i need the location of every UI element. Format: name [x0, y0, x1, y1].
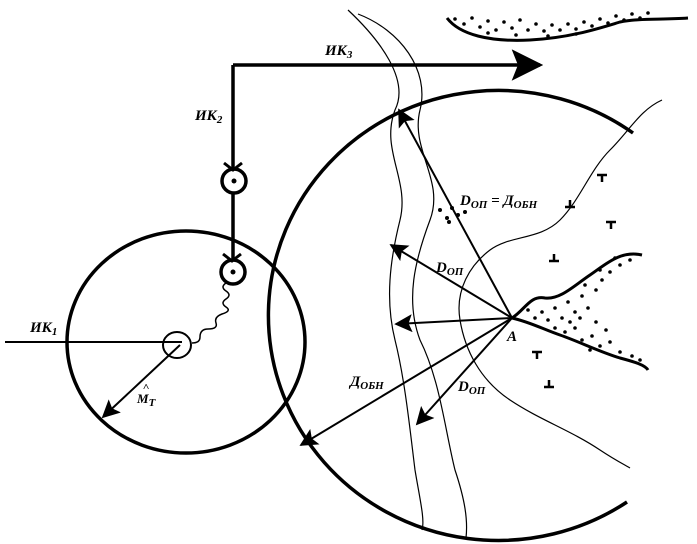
t-marker-icon [532, 173, 616, 389]
mt-arrow [101, 344, 181, 419]
terrain-line-1 [347, 9, 424, 531]
ray-d-obn [299, 317, 513, 446]
forest-dots-wedge [526, 256, 642, 362]
forest-dots-top [453, 11, 650, 38]
label-mt: MТ [136, 391, 157, 409]
ray-middle [394, 314, 513, 333]
label-point-a: A [506, 329, 517, 345]
ray-d-op-lower [415, 317, 513, 426]
forest-wedge-lower [511, 316, 650, 371]
sensor-upper-icon [220, 161, 248, 195]
label-ik2: ИК2 [194, 108, 223, 126]
label-d-op-lower: DОП [457, 379, 486, 397]
terrain-line-3 [458, 99, 663, 469]
terrain-line-2 [357, 13, 468, 539]
forest-wedge-upper [511, 252, 643, 320]
label-ik1: ИК1 [29, 320, 57, 338]
ray-d-op-upper [389, 244, 513, 319]
wavy-connector [191, 282, 230, 344]
label-d-op-eq-d-obn: DОП = ДОБН [459, 193, 538, 211]
forest-edge-top [445, 16, 689, 42]
label-d-obn: ДОБН [348, 374, 384, 392]
ray-d-op-eq-d-obn [398, 108, 513, 319]
sensor-lower-icon [219, 252, 247, 286]
large-coverage-arc [266, 88, 635, 543]
label-d-op-upper: DОП [435, 260, 464, 278]
label-mt-accent: ˄ [143, 381, 149, 393]
label-ik3: ИК3 [324, 43, 353, 61]
center-marker [162, 331, 192, 359]
